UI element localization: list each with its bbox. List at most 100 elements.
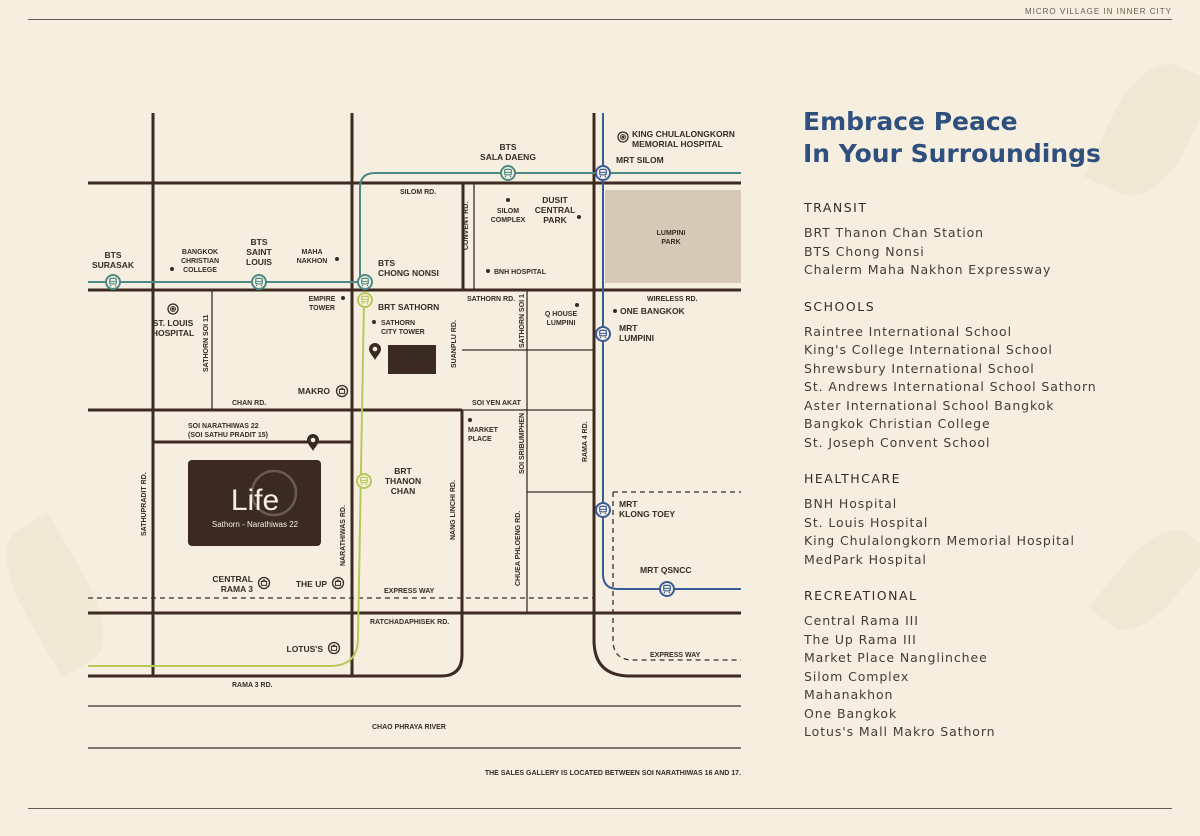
empire-tower-dot-icon	[341, 296, 345, 300]
place-labels: BANGKOK CHRISTIAN COLLEGE MAHA NAKHON EM…	[152, 129, 735, 654]
amenity-item: Bangkok Christian College	[804, 416, 991, 431]
maha-nakhon-label-2: NAKHON	[297, 258, 328, 265]
amenity-item: St. Louis Hospital	[804, 514, 929, 530]
q-house-label-2: LUMPINI	[547, 320, 576, 327]
sathorn-city-tower-label-1: SATHORN	[381, 320, 415, 327]
project-logo-subtitle: Sathorn - Narathiwas 22	[212, 520, 299, 529]
sales-gallery-pin-icon	[369, 343, 381, 360]
king-chula-label-2: MEMORIAL HOSPITAL	[632, 139, 723, 149]
bts-sala-daeng-icon	[500, 165, 516, 181]
one-bangkok-label: ONE BANGKOK	[620, 306, 686, 316]
sathorn-soi-1-label: SATHORN SOI 1	[519, 294, 526, 348]
bangkok-christian-label-1: BANGKOK	[182, 249, 218, 256]
suanplu-road-label: SUANPLU RD.	[451, 320, 458, 368]
bts-sala-daeng-label-2: SALA DAENG	[480, 152, 536, 162]
sathorn-road-label: SATHORN RD.	[467, 296, 515, 303]
bts-saint-louis-label-3: LOUIS	[246, 257, 272, 267]
bottom-rule	[28, 808, 1172, 809]
mrt-lumpini-label-1: MRT	[619, 323, 638, 333]
amenity-item: Raintree International School	[804, 323, 1012, 339]
amenity-item: King's College International School	[804, 342, 1053, 357]
sales-gallery-label-1[interactable]: SALES	[399, 351, 426, 360]
mrt-lumpini-icon	[595, 326, 611, 342]
amenity-item: BTS Chong Nonsi	[804, 243, 925, 259]
mrt-line	[602, 113, 741, 590]
sathorn-soi-11-label: SATHORN SOI 11	[203, 314, 210, 372]
sales-gallery-box[interactable]	[388, 345, 436, 374]
brt-thanon-chan-label-3: CHAN	[391, 486, 416, 496]
sales-gallery-label-2[interactable]: GALLERY	[393, 362, 432, 371]
station-labels: BTS SURASAK BTS SAINT LOUIS BTS CHONG NO…	[92, 142, 692, 575]
project-logo-ring	[250, 469, 298, 517]
headline-line-1: Embrace Peace	[803, 107, 1018, 136]
section-title: HEALTHCARE	[804, 471, 901, 486]
amenity-item: Lotus's Mall Makro Sathorn	[804, 724, 996, 739]
amenity-item: Market Place Nanglinchee	[804, 650, 988, 665]
lumpini-park-label-1: LUMPINI	[657, 230, 686, 237]
amenity-item: St. Andrews International School Sathorn	[804, 379, 1097, 394]
bts-surasak-icon	[105, 274, 121, 290]
map-footnote: THE SALES GALLERY IS LOCATED BETWEEN SOI…	[485, 770, 741, 777]
q-house-label-1: Q HOUSE	[545, 311, 578, 318]
makro-shop-icon	[335, 384, 349, 398]
makro-label: MAKRO	[298, 386, 330, 396]
bnh-label: BNH HOSPITAL	[494, 269, 547, 276]
silom-complex-dot-icon	[506, 198, 510, 202]
bts-line	[88, 172, 741, 283]
brt-thanon-chan-icon	[356, 473, 372, 489]
central-rama3-shop-icon	[257, 576, 271, 590]
amenity-item: King Chulalongkorn Memorial Hospital	[804, 533, 1075, 548]
expressway-label: EXPRESS WAY	[384, 588, 435, 595]
silom-complex-label-1: SILOM	[497, 208, 519, 215]
mrt-qsncc-label: MRT QSNCC	[640, 565, 691, 575]
rama4-road-label: RAMA 4 RD.	[582, 421, 589, 462]
market-place-label-1: MARKET	[468, 427, 499, 434]
road-network	[88, 113, 741, 678]
river-banks	[88, 705, 741, 749]
one-bangkok-dot-icon	[613, 309, 617, 313]
amenity-item: BNH Hospital	[804, 496, 898, 511]
brt-line	[88, 299, 365, 667]
market-place-label-2: PLACE	[468, 436, 492, 443]
soi-narathiwas-22-label: SOI NARATHIWAS 22	[188, 423, 259, 430]
section-title: TRANSIT	[804, 200, 868, 215]
amenity-item: One Bangkok	[804, 705, 898, 721]
chuea-phloeng-road-label: CHUEA PHLOENG RD.	[515, 511, 522, 586]
sathupradit-road-label: SATHUPRADIT RD.	[141, 472, 148, 536]
project-logo-brand: Life	[231, 484, 279, 517]
amenity-item: Aster International School Bangkok	[804, 397, 1055, 413]
surroundings-panel: Embrace Peace In Your Surroundings TRANS…	[803, 106, 1173, 761]
ratchadaphisek-road-label: RATCHADAPHISEK RD.	[370, 619, 449, 626]
amenity-item: Shrewsbury International School	[804, 360, 1035, 376]
central-rama3-label-1: CENTRAL	[212, 574, 253, 584]
headline-line-2: In Your Surroundings	[803, 139, 1101, 168]
header-tagline: MICRO VILLAGE IN INNER CITY	[1024, 7, 1172, 16]
mrt-silom-icon	[595, 165, 611, 181]
soi-yen-akat-label: SOI YEN AKAT	[472, 400, 522, 407]
empire-tower-label-2: TOWER	[309, 305, 335, 312]
section-title: SCHOOLS	[804, 298, 876, 314]
narathiwas-road-label: NARATHIWAS RD.	[340, 505, 347, 566]
amenity-item: Central Rama III	[804, 613, 919, 628]
mrt-lumpini-label-2: LUMPINI	[619, 333, 654, 343]
bts-chong-nonsi-label-2: CHONG NONSI	[378, 268, 439, 278]
the-up-shop-icon	[331, 576, 345, 590]
brt-sathorn-label: BRT SATHORN	[378, 302, 439, 312]
lotuss-shop-icon	[327, 641, 341, 655]
transit-lines	[88, 113, 741, 667]
sathorn-city-tower-label-2: CITY TOWER	[381, 329, 425, 336]
st-louis-label-2: HOSPITAL	[152, 328, 194, 338]
mrt-silom-label: MRT SILOM	[616, 155, 664, 165]
maha-nakhon-label-1: MAHA	[302, 249, 323, 256]
panel-headline: Embrace Peace In Your Surroundings	[803, 106, 1173, 170]
bts-surasak-label-1: BTS	[105, 250, 122, 260]
dusit-label-1: DUSIT	[542, 195, 568, 205]
bnh-dot-icon	[486, 269, 490, 273]
amenity-item: Chalerm Maha Nakhon Expressway	[804, 262, 1052, 277]
amenity-item: BRT Thanon Chan Station	[804, 225, 984, 240]
